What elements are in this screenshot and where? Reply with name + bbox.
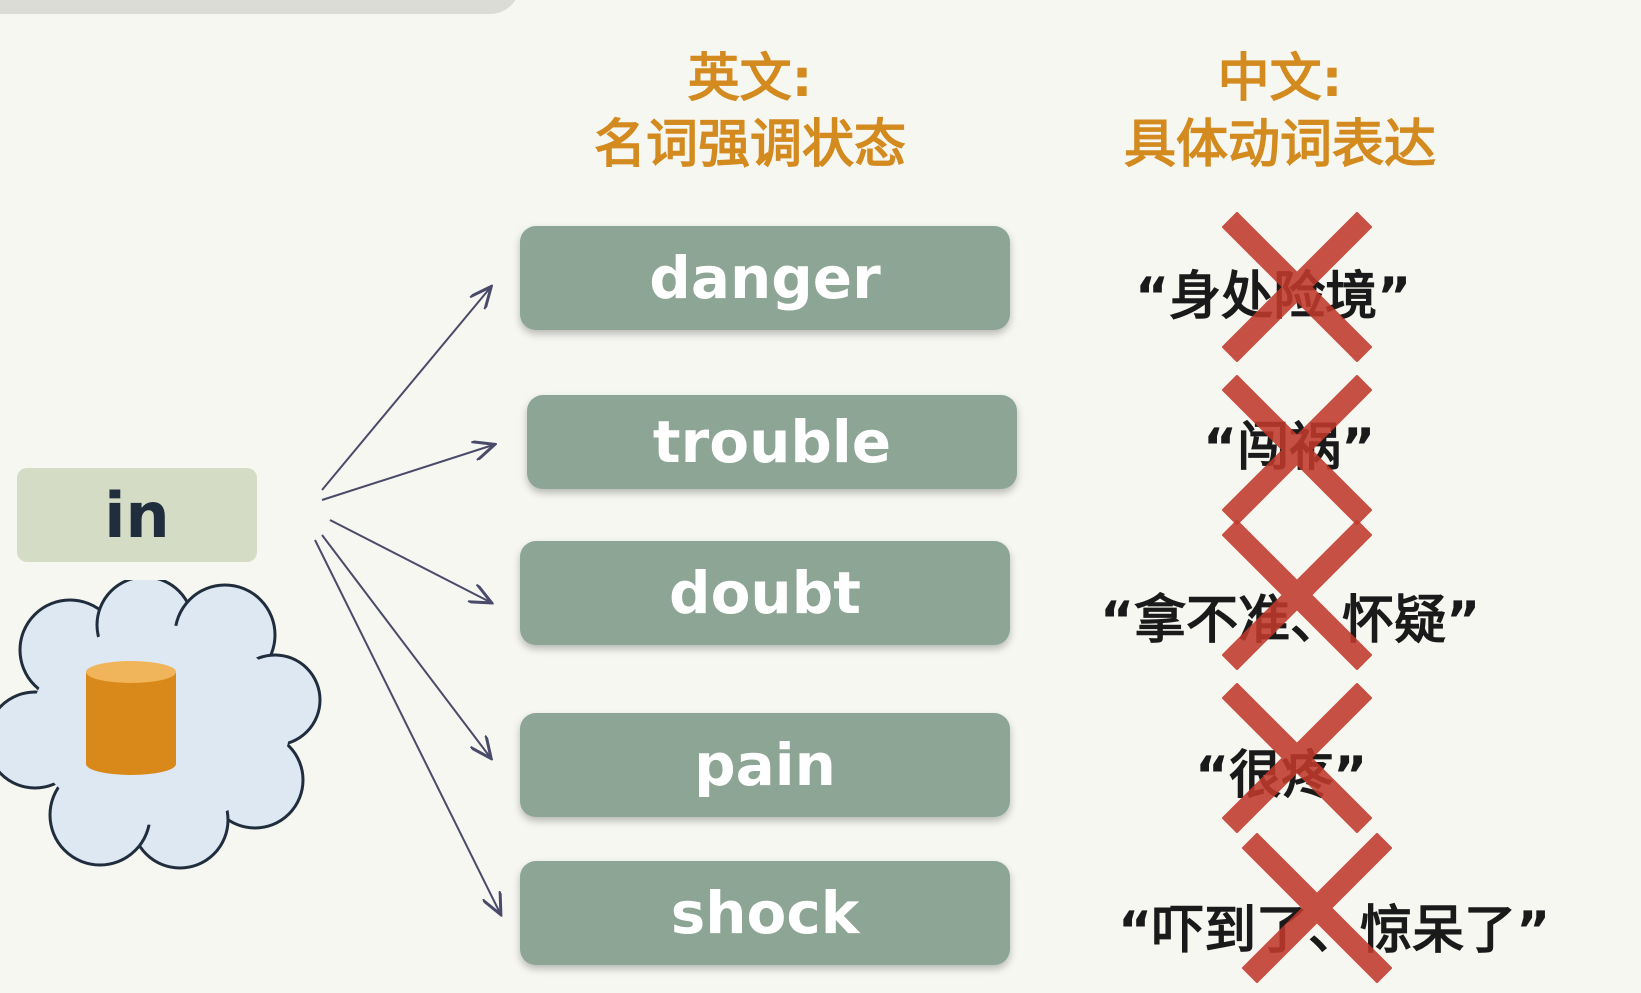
word-box-danger: danger: [520, 226, 1010, 330]
heading-chinese: 中文: 具体动词表达: [1080, 46, 1480, 178]
red-cross-icon: [1222, 375, 1372, 525]
top-tab-decoration: [0, 0, 520, 14]
red-cross-icon: [1222, 212, 1372, 362]
arrow-icon: [321, 288, 490, 491]
arrow-icon: [321, 445, 493, 501]
word-box-doubt: doubt: [520, 541, 1010, 645]
heading-english: 英文: 名词强调状态: [550, 46, 950, 178]
red-cross-icon: [1222, 520, 1372, 670]
word-box-pain: pain: [520, 713, 1010, 817]
arrow-icon: [321, 534, 490, 757]
word-box-trouble: trouble: [527, 395, 1017, 489]
heading-chinese-line1: 中文:: [1217, 49, 1343, 109]
cloud-icon: [0, 575, 330, 880]
arrow-icon: [329, 519, 490, 602]
heading-english-line2: 名词强调状态: [593, 115, 906, 175]
red-cross-icon: [1222, 683, 1372, 833]
preposition-box: in: [17, 468, 257, 562]
arrow-icon: [314, 539, 500, 913]
cylinder-icon: [86, 661, 176, 775]
word-box-shock: shock: [520, 861, 1010, 965]
heading-chinese-line2: 具体动词表达: [1123, 115, 1436, 175]
red-cross-icon: [1242, 833, 1392, 983]
heading-english-line1: 英文:: [687, 49, 813, 109]
